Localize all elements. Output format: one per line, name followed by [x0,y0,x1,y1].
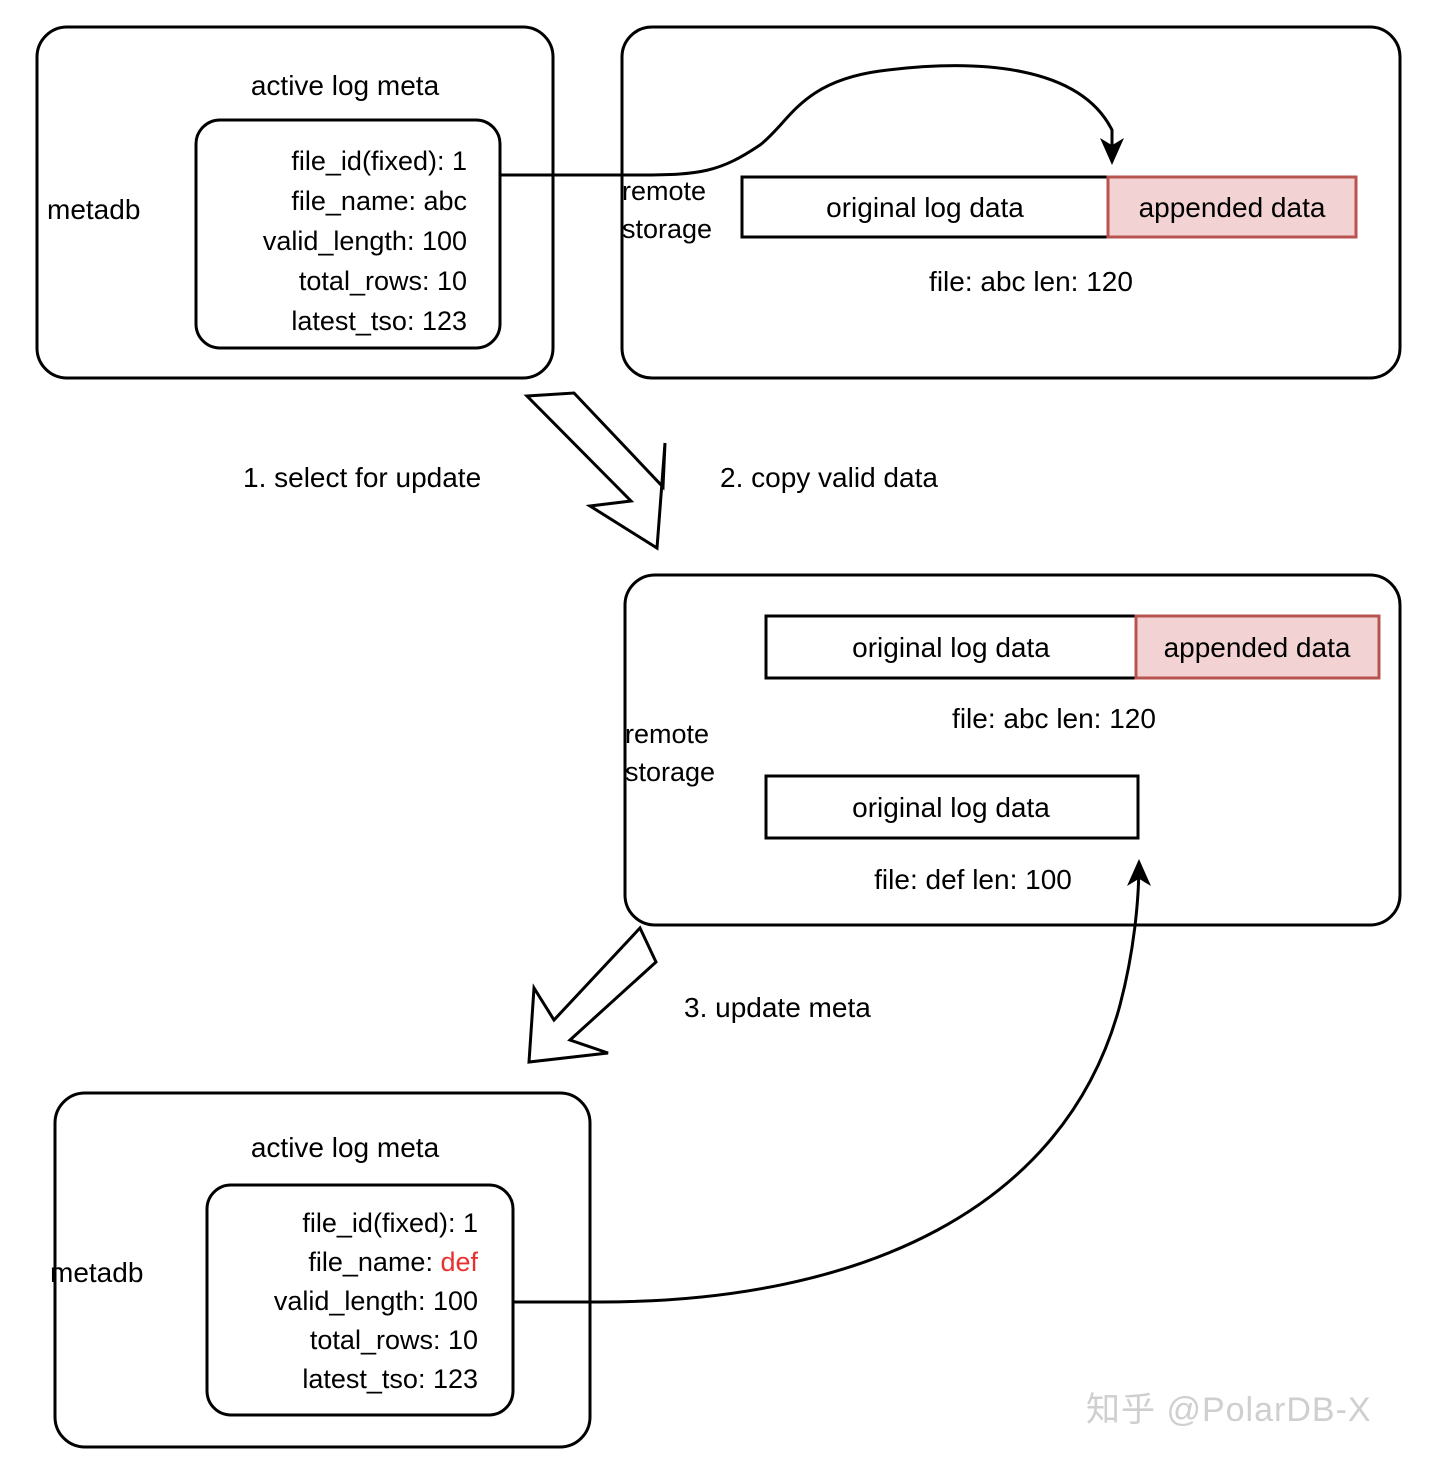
top-metadb-label: metadb [47,194,141,225]
top-field-file-id: file_id(fixed): 1 [291,146,467,176]
middle-bar2-original-log-data-label: original log data [852,792,1050,823]
bottom-field-valid-length: valid_length: 100 [273,1286,478,1316]
top-remote-storage-label-line1: remote [622,176,707,206]
bottom-field-total-rows: total_rows: 10 [309,1325,478,1355]
top-bar-caption: file: abc len: 120 [929,266,1133,297]
middle-bar1-appended-data-label: appended data [1163,632,1351,663]
middle-remote-storage-label-line2: storage [625,757,716,787]
bottom-field-file-name: file_name: def [308,1249,478,1276]
top-field-valid-length: valid_length: 100 [262,226,467,256]
bottom-field-latest-tso: latest_tso: 123 [302,1364,478,1394]
connector-meta-to-appended-data [500,64,1124,177]
middle-remote-storage-label-line1: remote [625,719,710,749]
step-2-label: 2. copy valid data [720,462,938,493]
top-field-total-rows: total_rows: 10 [298,266,467,296]
bottom-field-file-name-key: file_name: [308,1247,441,1277]
top-bar-appended-data-label: appended data [1138,192,1326,223]
top-remote-storage-label-line2: storage [622,214,713,244]
middle-bar1-caption: file: abc len: 120 [952,703,1156,734]
step-3-label: 3. update meta [684,992,871,1023]
connector-meta-to-file-def [513,859,1151,1304]
bottom-active-log-meta-title: active log meta [250,1132,440,1163]
middle-bar2-caption: file: def len: 100 [874,864,1072,895]
bottom-field-file-id: file_id(fixed): 1 [302,1208,478,1238]
block-arrow-step-3 [527,925,658,1064]
bottom-field-file-name-value: def [440,1247,478,1277]
block-arrow-step-1-2 [523,391,667,551]
top-field-file-name: file_name: abc [291,186,467,216]
watermark: 知乎 @PolarDB-X [1086,1391,1372,1429]
top-bar-original-log-data-label: original log data [826,192,1024,223]
middle-bar1-original-log-data-label: original log data [852,632,1050,663]
step-1-label: 1. select for update [243,462,482,493]
bottom-metadb-label: metadb [50,1257,144,1288]
top-field-latest-tso: latest_tso: 123 [291,306,467,336]
top-active-log-meta-title: active log meta [250,70,440,101]
